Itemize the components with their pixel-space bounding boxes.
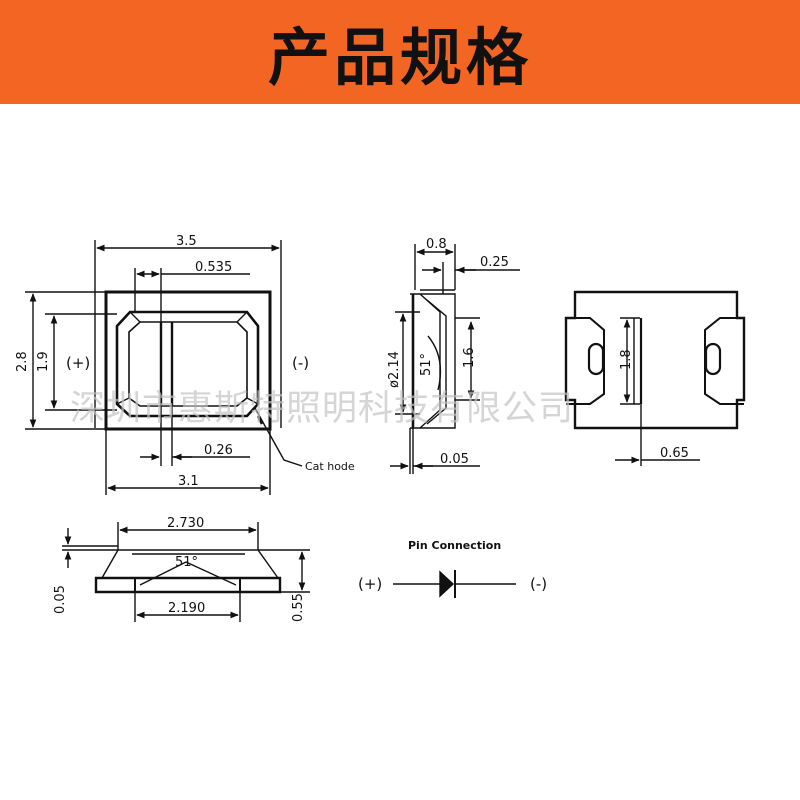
- dim-body-width: 3.1: [178, 474, 199, 489]
- dim-bottom-gap: 0.05: [440, 452, 469, 467]
- dim-front-bottom-width: 2.190: [168, 601, 205, 616]
- cathode-label: Cat hode: [305, 460, 355, 473]
- product-spec-drawing: 3.5 0.535 2.8 1.9 (+) (-) 0.26 Cat hode …: [15, 234, 746, 622]
- dim-front-angle: 51°: [175, 555, 198, 570]
- pin-connection-title: Pin Connection: [408, 539, 501, 552]
- page-title: 产品规格: [267, 21, 532, 94]
- dim-front-left-height: 0.05: [53, 585, 68, 614]
- label-plus-top: (+): [66, 354, 90, 372]
- dim-gap: 0.26: [204, 443, 233, 458]
- dim-angle-side: 51°: [419, 353, 434, 376]
- dim-inner-height: 1.9: [36, 351, 51, 372]
- dim-depth: 0.8: [426, 237, 447, 252]
- label-minus-top: (-): [292, 354, 309, 372]
- dim-front-right-height: 0.55: [291, 593, 306, 622]
- side-view: [390, 244, 520, 474]
- pin-plus-label: (+): [358, 575, 382, 593]
- dim-lead-width: 0.535: [195, 260, 232, 275]
- dim-pad-width: 0.65: [660, 446, 689, 461]
- pin-connection-diagram: [393, 570, 516, 598]
- dim-lens-offset: 0.25: [480, 255, 509, 270]
- dim-pad-height: 1.8: [619, 349, 634, 370]
- dim-diameter: ø2.14: [387, 351, 402, 388]
- dim-height: 2.8: [15, 351, 30, 372]
- dim-total-width: 3.5: [176, 234, 197, 249]
- dim-front-top-width: 2.730: [167, 516, 204, 531]
- front-view: [62, 522, 310, 622]
- pin-minus-label: (-): [530, 575, 547, 593]
- header-banner: 产品规格: [0, 0, 800, 104]
- top-view: [25, 240, 303, 495]
- dim-lens-height: 1.6: [462, 347, 477, 368]
- bottom-view: [564, 290, 746, 466]
